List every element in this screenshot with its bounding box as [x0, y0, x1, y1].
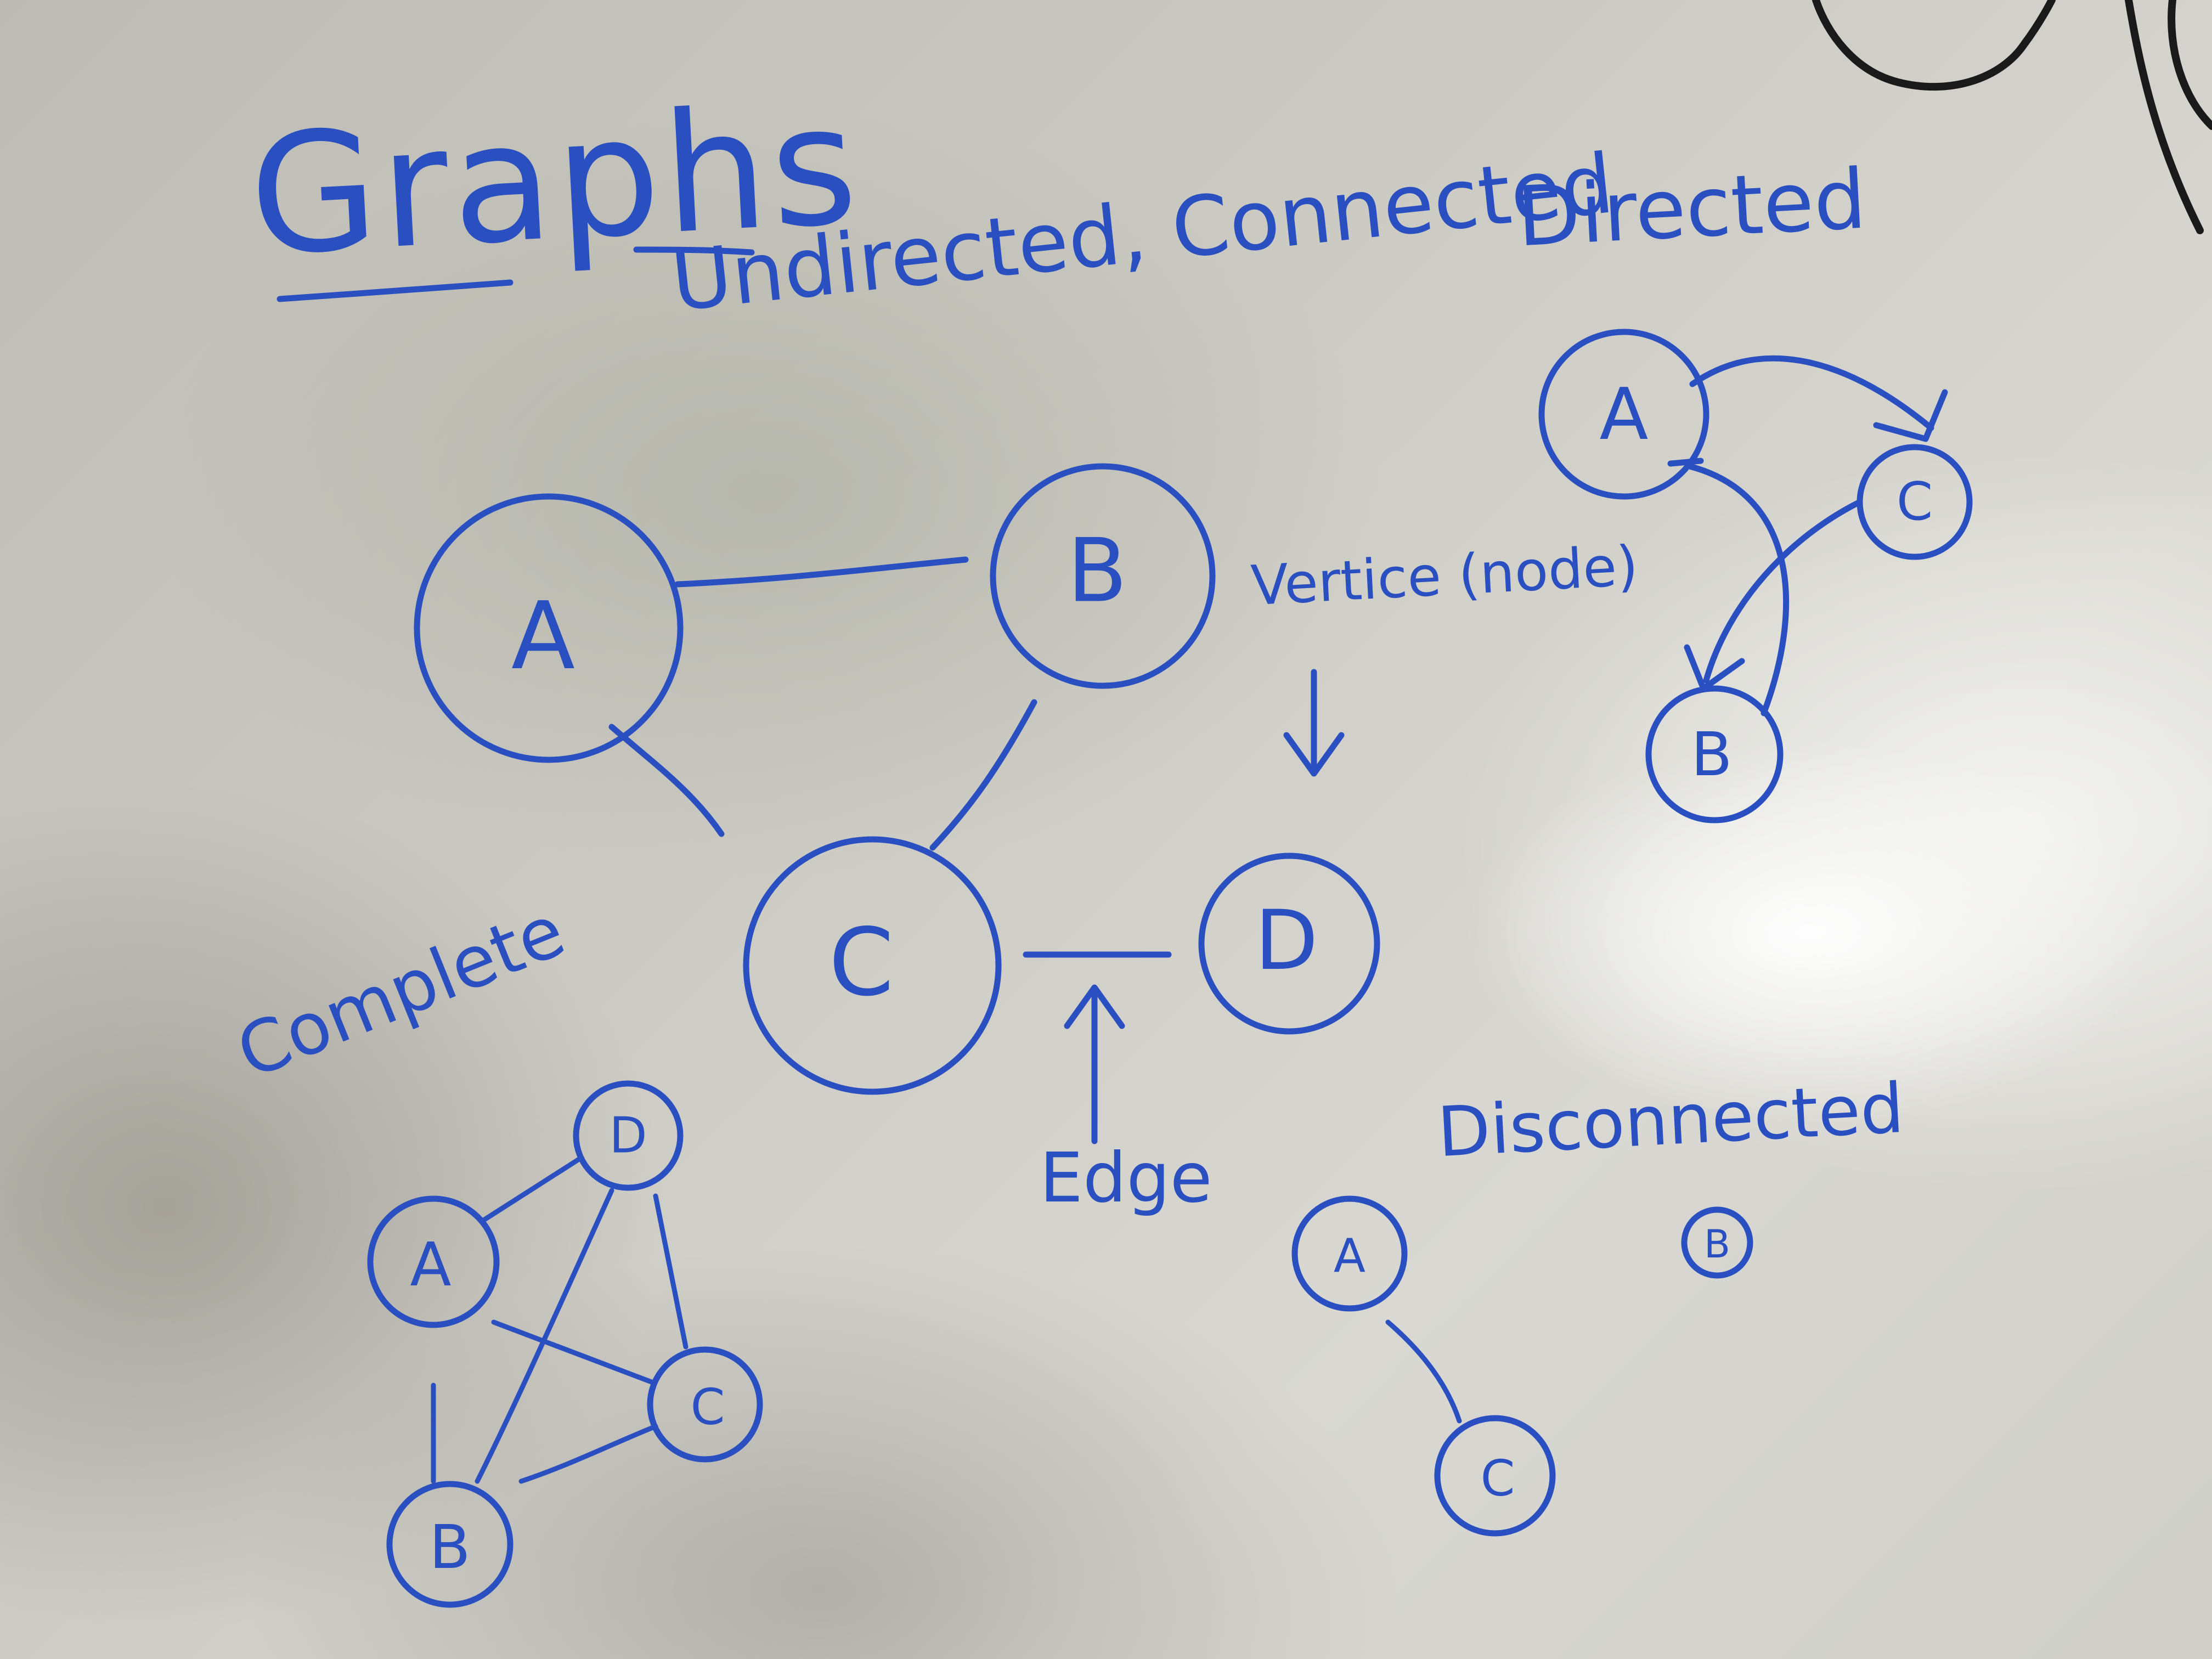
dir-tick	[1667, 458, 1704, 467]
disc-node-a	[1291, 1195, 1408, 1312]
comp-node-d-label: D	[609, 1107, 647, 1165]
dir-arrowhead-b	[1684, 644, 1745, 692]
vertex-arrow	[1283, 669, 1345, 777]
dir-node-c-label: C	[1897, 472, 1933, 532]
node-b	[990, 463, 1216, 689]
comp-edge-d-b	[475, 1188, 614, 1484]
node-a-label: A	[511, 582, 575, 691]
comp-edge-d-c	[653, 1193, 689, 1350]
directed-graph: A C B	[1538, 329, 1973, 823]
dir-edge-a-c	[1689, 355, 1934, 431]
edge-a-b	[674, 556, 969, 588]
disc-node-b-label: B	[1704, 1222, 1730, 1267]
edge-arrow	[1064, 984, 1125, 1144]
node-d	[1198, 853, 1380, 1035]
node-c	[743, 836, 1002, 1095]
directed-heading: Directed	[1514, 151, 1869, 266]
comp-node-b	[386, 1481, 514, 1608]
dir-edge-b-a	[1686, 463, 1790, 716]
dir-node-a	[1538, 329, 1709, 500]
edge-a-c	[608, 724, 725, 837]
dir-arrowhead-c	[1873, 389, 1948, 442]
dir-node-a-label: A	[1600, 373, 1649, 456]
comp-node-c	[647, 1346, 763, 1463]
complete-graph: D A C B	[367, 1080, 763, 1608]
dir-node-b	[1645, 685, 1784, 823]
cable	[1812, 0, 2212, 234]
comp-node-b-label: B	[429, 1512, 470, 1582]
node-b-label: B	[1067, 520, 1127, 622]
node-a	[414, 493, 684, 763]
edge-annotation: Edge	[1040, 1138, 1212, 1218]
comp-node-a-label: A	[410, 1229, 451, 1300]
disconnected-graph: A B C	[1291, 1195, 1753, 1537]
comp-edge-a-d	[480, 1155, 584, 1223]
disc-edge-a-c	[1385, 1319, 1462, 1424]
disc-node-c-label: C	[1481, 1450, 1515, 1508]
title-underline-2	[633, 246, 755, 256]
node-d-label: D	[1255, 893, 1318, 989]
edge-b-c	[929, 699, 1037, 851]
disc-node-c	[1434, 1415, 1556, 1537]
comp-node-a	[367, 1195, 500, 1328]
comp-node-d	[573, 1080, 684, 1191]
comp-edge-a-c	[491, 1319, 656, 1385]
disc-node-b	[1681, 1206, 1753, 1279]
title-underline	[276, 279, 514, 302]
undirected-graph: A B C D	[414, 463, 1380, 1144]
comp-edge-b-c	[518, 1424, 658, 1484]
dir-node-b-label: B	[1691, 719, 1732, 789]
dir-edge-c-b	[1703, 499, 1863, 684]
comp-node-c-label: C	[691, 1379, 725, 1436]
disc-node-a-label: A	[1334, 1229, 1365, 1284]
node-c-label: C	[829, 909, 894, 1017]
